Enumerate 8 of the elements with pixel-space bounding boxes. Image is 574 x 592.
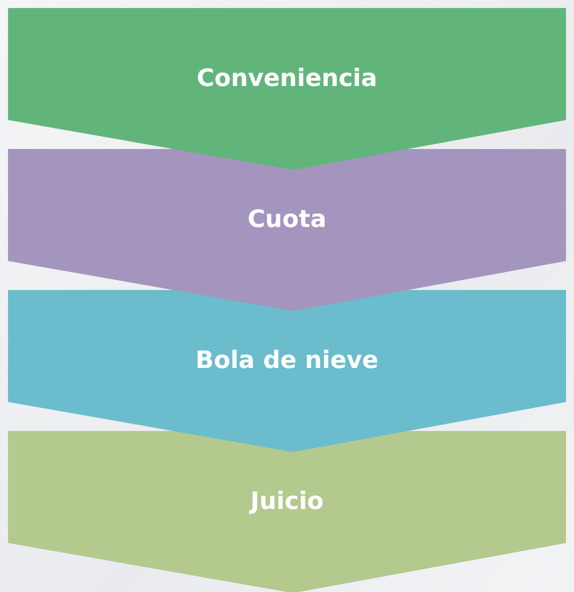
chevron-shape <box>8 431 566 592</box>
chevron-shape <box>8 290 566 452</box>
chevron-label: Juicio <box>250 486 324 517</box>
chevron-label: Conveniencia <box>196 63 378 94</box>
chevron-shape <box>8 8 566 170</box>
chevron-label: Bola de nieve <box>196 345 378 376</box>
chevron-label: Cuota <box>248 204 326 235</box>
chevron-shape <box>8 149 566 311</box>
